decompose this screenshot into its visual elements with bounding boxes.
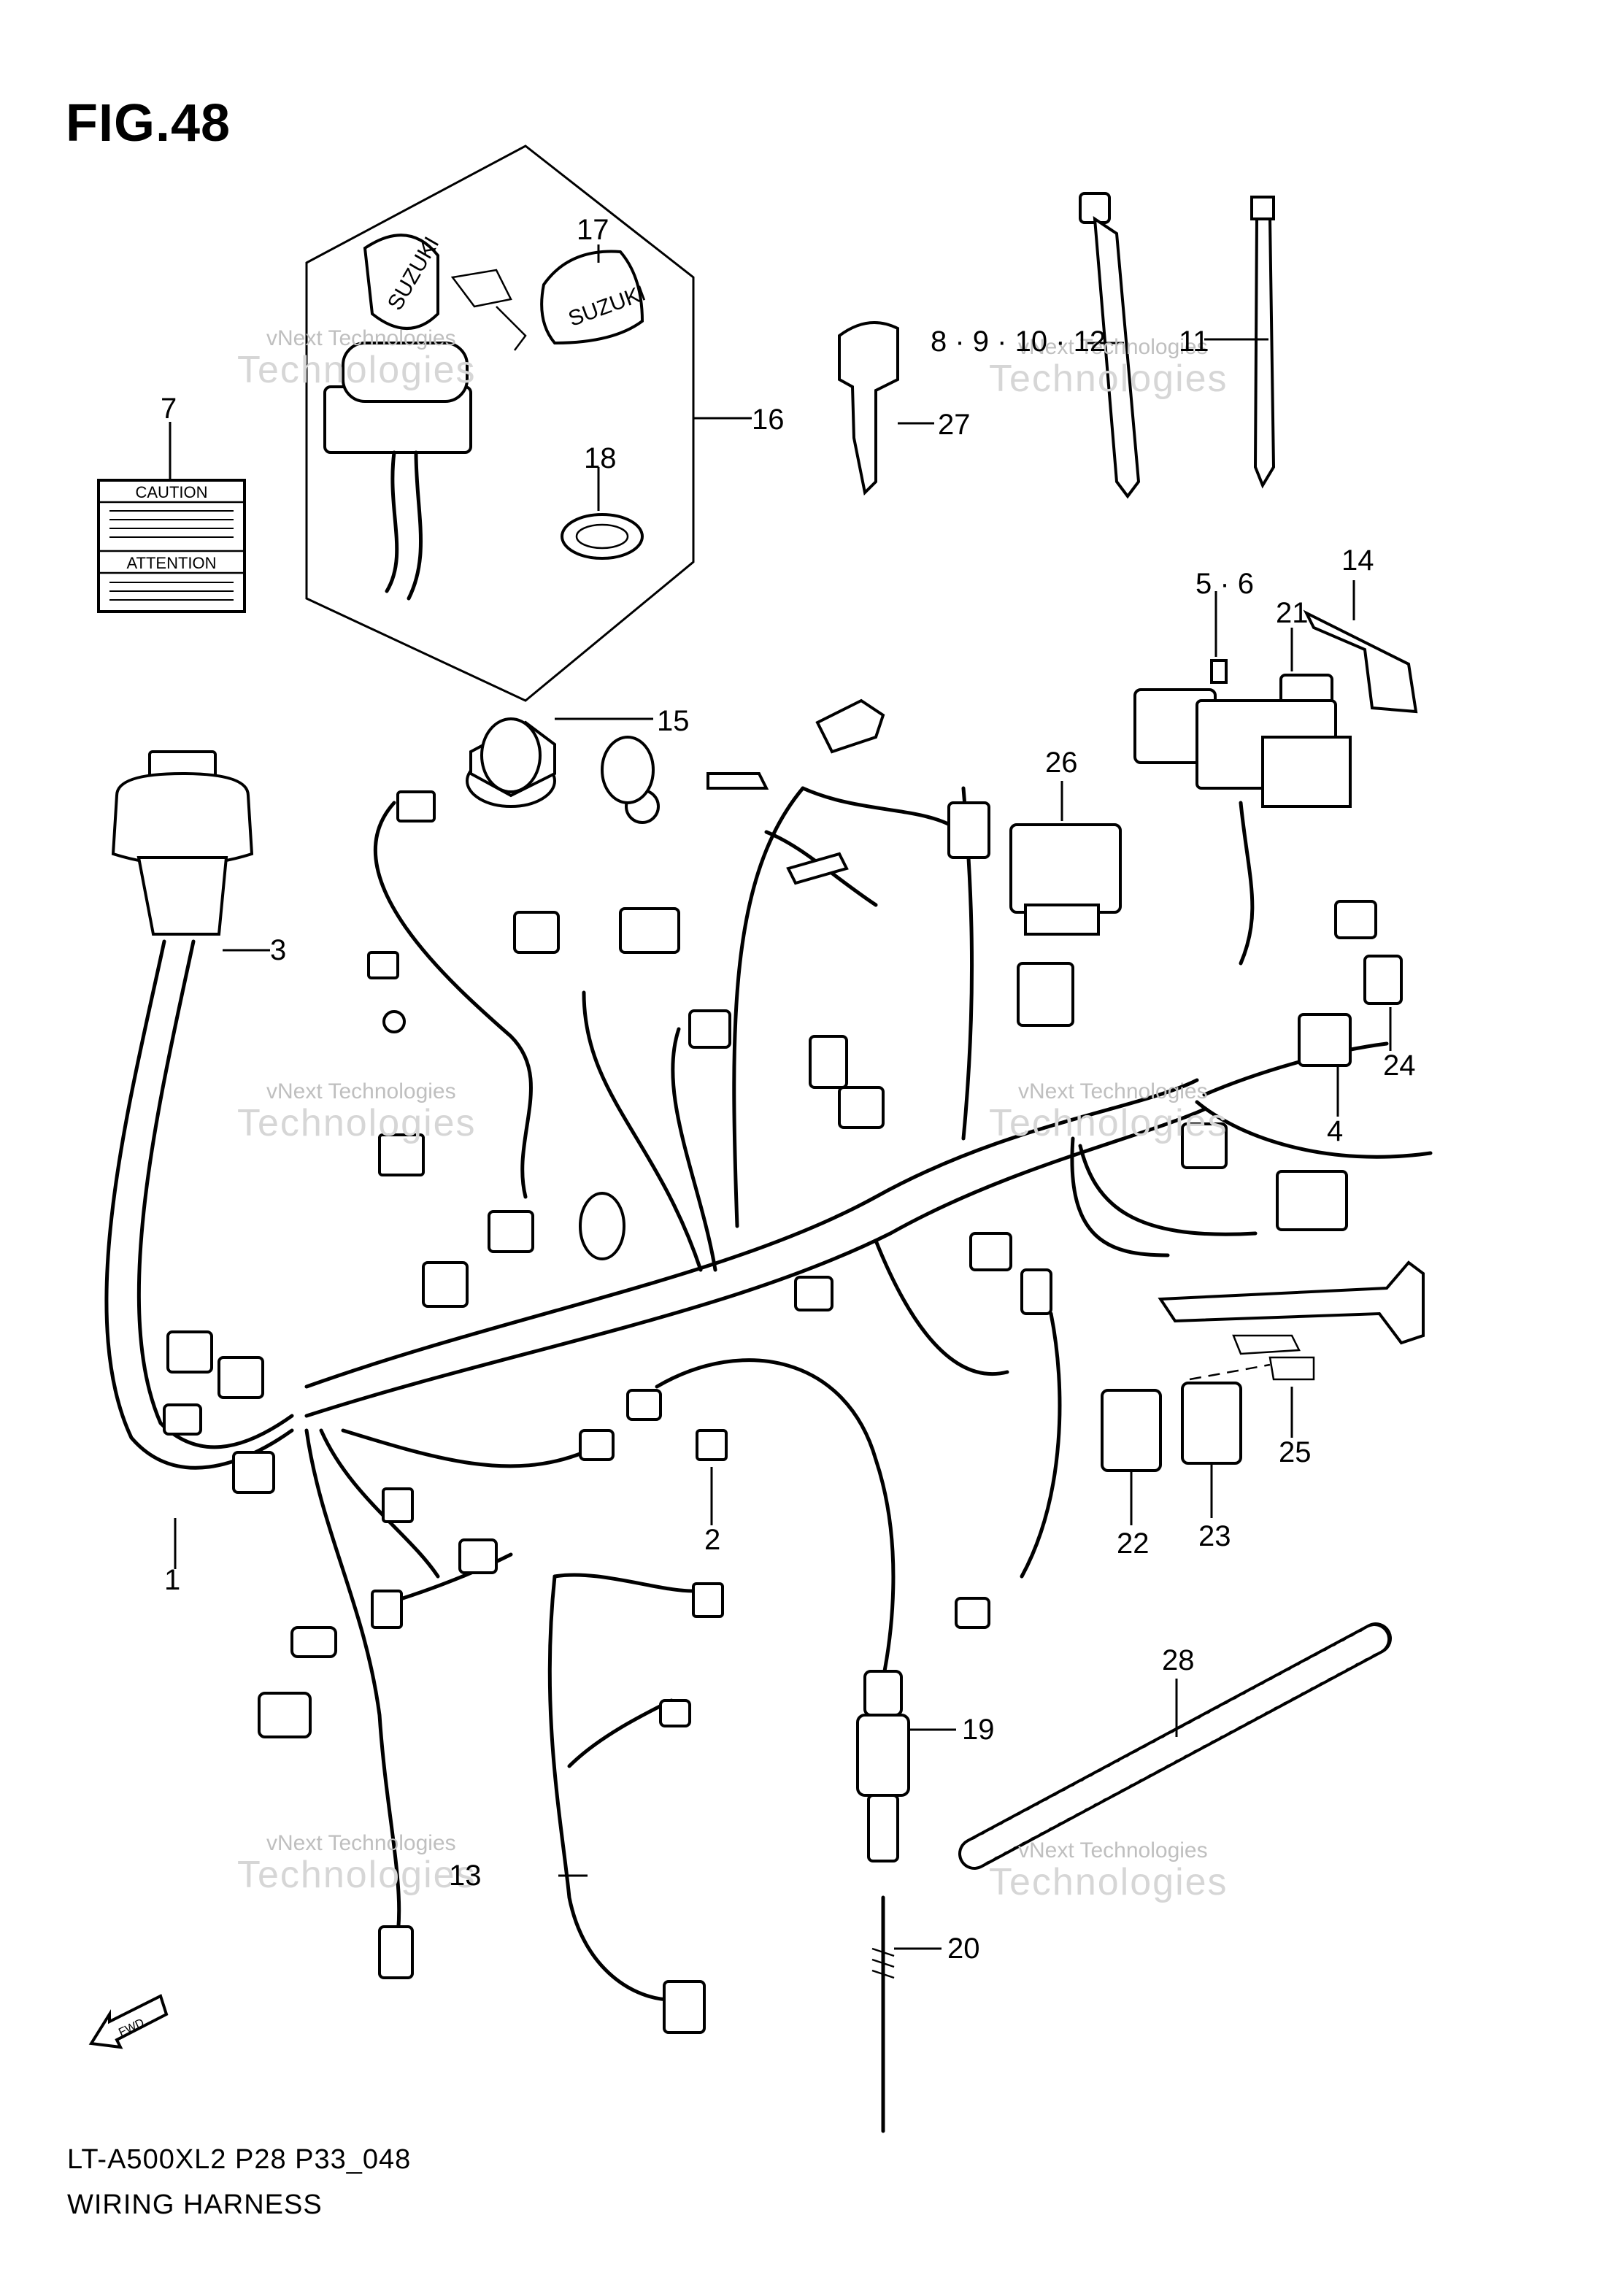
callout-14: 14 xyxy=(1341,544,1374,577)
cable-tie xyxy=(1204,196,1276,489)
fwd-arrow: FWD xyxy=(88,1994,169,2049)
callout-24: 24 xyxy=(1383,1049,1416,1082)
fuse-box xyxy=(1133,688,1352,966)
model-code: LT-A500XL2 P28 P33_048 xyxy=(67,2144,412,2175)
callout-28: 28 xyxy=(1162,1644,1195,1676)
callout-22: 22 xyxy=(1117,1528,1150,1560)
callout-4: 4 xyxy=(1327,1115,1344,1147)
callout-19: 19 xyxy=(962,1714,995,1746)
callout-16: 16 xyxy=(752,404,785,436)
relay-26 xyxy=(1009,781,1122,936)
callout-2: 2 xyxy=(704,1524,721,1556)
callout-26: 26 xyxy=(1045,747,1078,779)
callout-15: 15 xyxy=(657,705,690,737)
main-connector xyxy=(111,750,270,952)
caution-text: CAUTION xyxy=(136,483,208,501)
callout-5-6: 5 · 6 xyxy=(1195,568,1255,600)
corrugated-tube xyxy=(958,1622,1392,1870)
callout-17: 17 xyxy=(577,214,609,246)
callout-27: 27 xyxy=(938,409,971,441)
clip-23 xyxy=(1181,1382,1242,1465)
fuse xyxy=(1210,659,1228,684)
key-cap: SUZUKI xyxy=(540,250,649,345)
oxygen-sensor xyxy=(856,1670,956,1862)
callout-1: 1 xyxy=(164,1564,181,1596)
ignition-group-outline xyxy=(305,145,695,702)
attention-text: ATTENTION xyxy=(126,554,216,572)
caution-label: CAUTION ATTENTION xyxy=(97,479,246,613)
receptacle-15 xyxy=(480,717,655,804)
key xyxy=(838,321,934,496)
callout-7: 7 xyxy=(161,393,177,425)
pin-20 xyxy=(871,1895,942,2133)
bracket-14 xyxy=(1303,609,1418,714)
callout-11: 11 xyxy=(1179,325,1209,358)
ignition-switch: SUZUKI xyxy=(323,233,527,601)
callout-21: 21 xyxy=(1276,597,1309,629)
callout-13: 13 xyxy=(449,1860,482,1892)
clip-22 xyxy=(1101,1389,1162,1472)
clamp-tie xyxy=(1079,192,1141,499)
callout-8-9-10-12: 8 · 9 · 10 · 12 xyxy=(931,325,1106,358)
figure-title: FIG.48 xyxy=(66,94,231,153)
callout-25: 25 xyxy=(1279,1436,1312,1468)
callout-23: 23 xyxy=(1198,1520,1231,1552)
bracket-25 xyxy=(1158,1260,1425,1345)
callout-3: 3 xyxy=(270,934,287,966)
diagram-name: WIRING HARNESS xyxy=(67,2189,323,2220)
callout-18: 18 xyxy=(584,442,617,474)
callout-20: 20 xyxy=(947,1933,980,1965)
